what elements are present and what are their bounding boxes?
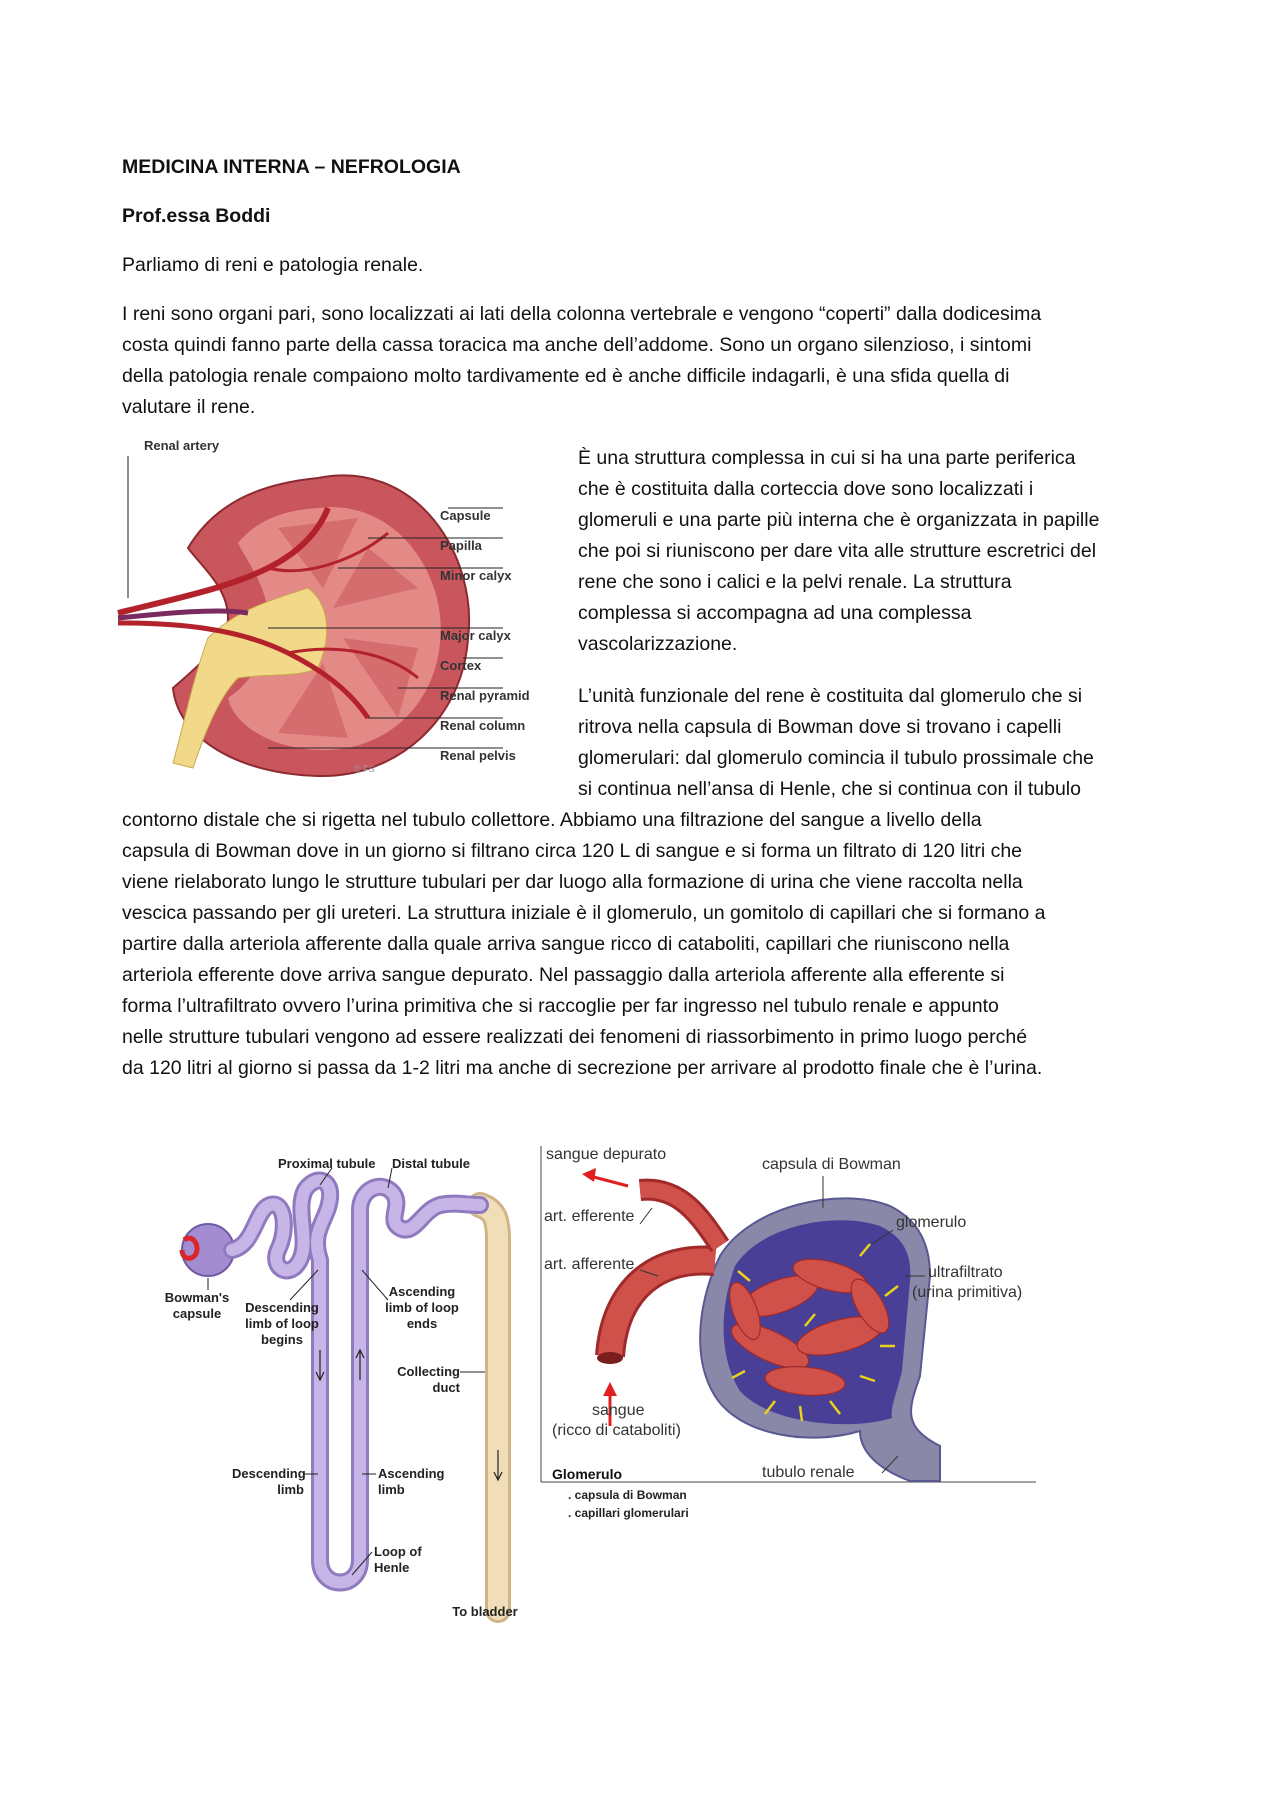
glomerulus-figure: sangue depurato capsula di Bowman art. e… (540, 1146, 1040, 1526)
label-art-afferente: art. afferente (544, 1256, 635, 1273)
text-line: È una struttura complessa in cui si ha u… (578, 447, 1076, 469)
kidney-figure: Renal artery Capsule Papilla Minor calyx… (117, 438, 558, 788)
text-line: glomeruli e una parte più interna che è … (578, 509, 1100, 531)
text-line: complessa si accompagna ad una complessa (578, 602, 972, 624)
label-tubulo-renale: tubulo renale (762, 1464, 855, 1481)
text-line: forma l’ultrafiltrato ovvero l’urina pri… (122, 995, 999, 1017)
glomerulus-illustration (540, 1146, 1036, 1483)
label-descending-limb: Descending limb (232, 1466, 306, 1497)
label-glomerulo: glomerulo (896, 1214, 967, 1231)
text-line: I reni sono organi pari, sono localizzat… (122, 303, 1042, 325)
text-line: partire dalla arteriola afferente dalla … (122, 933, 1010, 955)
label-renal-artery: Renal artery (144, 438, 220, 453)
text-line: vescica passando per gli ureteri. La str… (122, 902, 1046, 924)
label-ultrafiltrato: ultrafiltrato (928, 1264, 1003, 1281)
nephron-figure: Proximal tubule Distal tubule Bowman's c… (160, 1150, 530, 1623)
label-major-calyx: Major calyx (440, 628, 511, 643)
label-proximal-tubule: Proximal tubule (278, 1156, 376, 1171)
label-urina-primitiva: (urina primitiva) (912, 1284, 1023, 1301)
text-line: contorno distale che si rigetta nel tubu… (122, 809, 982, 831)
label-to-bladder: To bladder (452, 1604, 518, 1619)
text-line: si continua nell’ansa di Henle, che si c… (578, 778, 1081, 800)
professor-name: Prof.essa Boddi (122, 205, 271, 227)
text-line: nelle strutture tubulari vengono ad esse… (122, 1026, 1028, 1048)
text-line: viene rielaborato lungo le strutture tub… (122, 871, 1023, 893)
label-ascending-limb: Ascending limb (378, 1466, 445, 1497)
label-ricco-di-cataboliti: (ricco di cataboliti) (552, 1422, 681, 1439)
text-line: vascolarizzazione. (578, 633, 738, 655)
label-renal-pyramid: Renal pyramid (440, 688, 530, 703)
label-capsule: Capsule (440, 508, 491, 523)
label-descending-limb-begins: Descending limb of loop begins (245, 1300, 319, 1347)
text-line: rene che sono i calici e la pelvi renale… (578, 571, 1012, 593)
label-collecting-duct: Collecting duct (397, 1364, 460, 1395)
text-line: che è costituita dalla corteccia dove so… (578, 478, 1034, 500)
label-ascending-limb-ends: Ascending limb of loop ends (385, 1284, 459, 1331)
text-line: valutare il rene. (122, 396, 256, 418)
label-minor-calyx: Minor calyx (440, 568, 512, 583)
label-capsula-di-bowman: capsula di Bowman (762, 1156, 901, 1173)
label-bowmans-capsule: Bowman's capsule (164, 1290, 230, 1321)
text-line: arteriola efferente dove arriva sangue d… (122, 964, 1005, 986)
label-papilla: Papilla (440, 538, 482, 553)
copyright-mark: © FS (354, 764, 375, 774)
caption-item: . capillari glomerulari (568, 1506, 689, 1520)
text-line: glomerulari: dal glomerulo comincia il t… (578, 747, 1094, 769)
text-line: della patologia renale compaiono molto t… (122, 365, 1010, 387)
label-art-efferente: art. efferente (544, 1208, 635, 1225)
label-sangue: sangue (592, 1402, 645, 1419)
label-distal-tubule: Distal tubule (392, 1156, 471, 1171)
label-cortex: Cortex (440, 658, 482, 673)
label-renal-pelvis: Renal pelvis (440, 748, 516, 763)
text-line: da 120 litri al giorno si passa da 1-2 l… (122, 1057, 1043, 1079)
text-line: capsula di Bowman dove in un giorno si f… (122, 840, 1023, 862)
label-sangue-depurato: sangue depurato (546, 1146, 667, 1163)
text-line: che poi si riuniscono per dare vita alle… (578, 540, 1097, 562)
page-title: MEDICINA INTERNA – NEFROLOGIA (122, 156, 461, 178)
text-line: costa quindi fanno parte della cassa tor… (122, 334, 1032, 356)
label-renal-column: Renal column (440, 718, 526, 733)
intro-paragraph: Parliamo di reni e patologia renale. (122, 254, 424, 276)
caption-title: Glomerulo (552, 1466, 623, 1482)
text-line: L’unità funzionale del rene è costituita… (578, 685, 1083, 707)
caption-item: . capsula di Bowman (568, 1488, 687, 1502)
text-line: ritrova nella capsula di Bowman dove si … (578, 716, 1062, 738)
kidney-illustration (117, 456, 503, 778)
nephron-illustration (179, 1167, 511, 1623)
label-loop-of-henle: Loop of Henle (374, 1544, 422, 1575)
